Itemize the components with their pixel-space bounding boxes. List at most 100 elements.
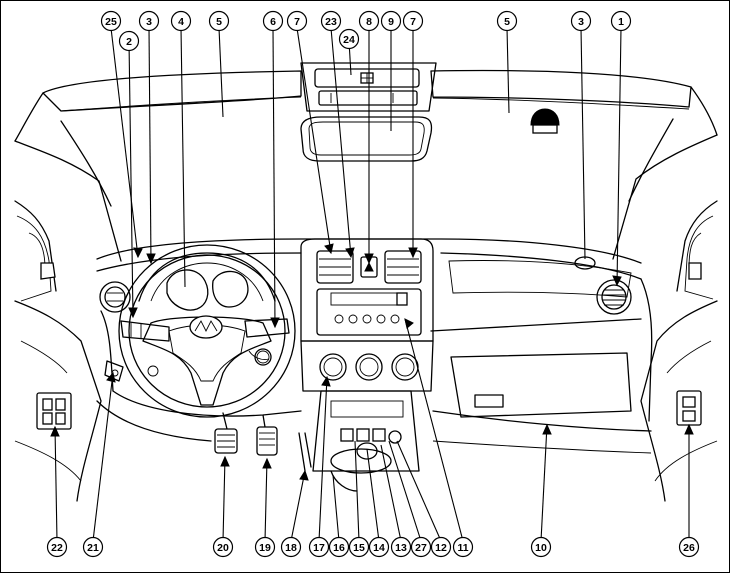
callout-number: 27 [415,542,427,554]
callout-circle [170,10,192,32]
callout-circle [530,536,552,558]
glove-box-handle [474,394,504,408]
callout-circle [100,10,122,32]
callout-c23-top: 23 [320,10,342,32]
console-switch-1 [340,428,354,442]
callout-c3-top-left: 3 [138,10,160,32]
callout-circle [390,536,412,558]
callout-circle [138,10,160,32]
callout-c6-top: 6 [262,10,284,32]
callout-circle [82,536,104,558]
climate-knob-middle [355,353,383,381]
console-switch-3 [372,428,386,442]
callout-number: 18 [285,542,297,554]
callout-c5-top-right: 5 [496,10,518,32]
callout-c26-bottom: 26 [678,536,700,558]
callout-circle [328,536,350,558]
callout-circle [338,28,360,50]
callout-number: 23 [325,16,337,28]
callout-number: 1 [618,16,624,28]
callout-circle [212,536,234,558]
callout-c5-top-left: 5 [208,10,230,32]
left-air-vent [99,281,131,313]
left-stalk [120,320,170,342]
callout-number: 2 [126,36,132,48]
car-brand-logo-icon [189,315,223,339]
callout-c11-bottom: 11 [452,536,474,558]
callout-circle [118,30,140,52]
callout-c9-top: 9 [380,10,402,32]
callout-circle [430,536,452,558]
callout-c15-bottom: 15 [348,536,370,558]
left-lower-dash [96,348,302,442]
callout-number: 24 [343,34,355,46]
callout-circle [286,10,308,32]
callout-number: 4 [178,16,184,28]
callout-number: 13 [395,542,407,554]
callout-number: 7 [294,16,300,28]
callout-c4-top: 4 [170,10,192,32]
hood-release-lever [298,432,312,472]
callout-c1-top: 1 [610,10,632,32]
callout-number: 19 [259,542,271,554]
callout-c18-bottom: 18 [280,536,302,558]
callout-number: 8 [366,16,372,28]
callout-number: 15 [353,542,365,554]
callout-c20-bottom: 20 [212,536,234,558]
callout-c10-bottom: 10 [530,536,552,558]
callout-circle [348,536,370,558]
climate-knob-left [319,353,347,381]
callout-number: 9 [388,16,394,28]
callout-circle [402,10,424,32]
callout-circle [678,536,700,558]
callout-number: 6 [270,16,276,28]
callout-c7-top-right: 7 [402,10,424,32]
callout-c27-bottom: 27 [410,536,432,558]
callout-c25-top: 25 [100,10,122,32]
steering-wheel [118,244,296,418]
center-stack [300,238,434,342]
callout-c14-bottom: 14 [368,536,390,558]
callout-c7-top-left: 7 [286,10,308,32]
callout-circle [320,10,342,32]
right-a-pillar [612,118,718,300]
callout-circle [254,536,276,558]
windshield [14,69,718,142]
callout-number: 17 [313,542,325,554]
callout-number: 3 [146,16,152,28]
callout-c22-bottom: 22 [46,536,68,558]
callout-circle [380,10,402,32]
callout-number: 21 [87,542,99,554]
callout-number: 20 [217,542,229,554]
callout-c3-top-right: 3 [570,10,592,32]
center-right-air-vent [384,250,422,284]
callout-circle [208,10,230,32]
audio-unit [316,288,422,336]
right-door-panel [640,300,718,502]
leader-lines [50,27,694,542]
callout-number: 7 [410,16,416,28]
callout-circle [262,10,284,32]
callout-circle [610,10,632,32]
callout-circle [410,536,432,558]
brake-pedal [214,412,238,454]
right-air-vent [596,279,632,315]
glove-box [432,352,652,454]
gear-lever-knob [356,442,378,460]
callout-number: 5 [216,16,222,28]
callout-circle [570,10,592,32]
callout-c24-top: 24 [338,28,360,50]
ignition-switch [104,360,124,382]
callout-circle [496,10,518,32]
callout-c19-bottom: 19 [254,536,276,558]
callout-c13-bottom: 13 [390,536,412,558]
callout-c21-bottom: 21 [82,536,104,558]
accelerator-pedal [256,414,278,456]
callout-number: 11 [457,542,468,554]
dashboard-top [96,238,653,422]
callout-number: 5 [504,16,510,28]
callout-circle [368,536,390,558]
callout-c16-bottom: 16 [328,536,350,558]
callout-c12-bottom: 12 [430,536,452,558]
